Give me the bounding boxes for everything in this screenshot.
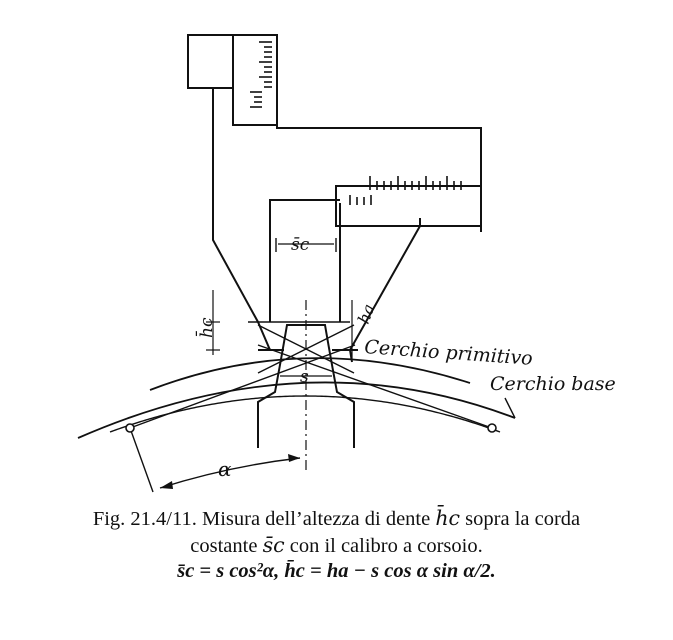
horizontal-scale-ticks (349, 176, 462, 205)
depth-gauge-frame (269, 199, 340, 322)
label-s: s (300, 367, 309, 387)
caption-line-1-pre: Fig. 21.4/11. Misura dell’altezza di den… (92, 508, 436, 530)
caption-formula: s̄c = s cos²α, h̄c = ha − s cos α sin α/… (177, 560, 496, 582)
caption-line-2: costante s̄c con il calibro a corsoio. (0, 533, 673, 558)
right-contact-point (487, 423, 497, 433)
caliper-left-jaw (212, 88, 271, 351)
label-alpha: α (218, 457, 232, 481)
vertical-scale-ticks (250, 41, 272, 108)
caliper-slider (339, 203, 421, 227)
base-circle (77, 381, 516, 439)
caption-line-2-symbol: s̄c (262, 533, 285, 557)
label-hc: h̄c (194, 317, 217, 338)
caption-line-1-post: sopra la corda (460, 508, 581, 530)
label-sc: s̄c (291, 235, 310, 255)
horizontal-caliper-bar (335, 185, 482, 227)
caption-line-2-post: con il calibro a corsoio. (284, 535, 483, 557)
left-contact-point (125, 423, 135, 433)
outer-arc (109, 395, 501, 433)
caliper-upper-frame (187, 34, 482, 232)
alpha-arc (159, 457, 301, 489)
pitch-circle (149, 357, 471, 391)
label-base-circle: Cerchio base (490, 373, 616, 395)
label-pitch-circle: Cerchio primitivo (364, 336, 534, 370)
vertical-scale-strip (232, 34, 278, 126)
caption-line-2-pre: costante (190, 535, 263, 557)
caption-line-1-symbol: h̄c (435, 506, 461, 530)
caption-line-1: Fig. 21.4/11. Misura dell’altezza di den… (0, 506, 673, 531)
